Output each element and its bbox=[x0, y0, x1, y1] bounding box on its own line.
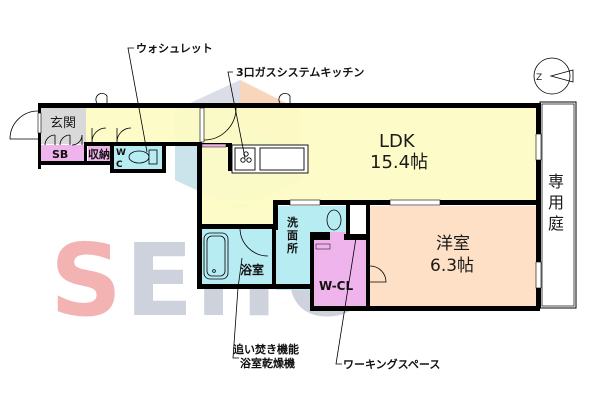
corridor-fill bbox=[86, 108, 200, 144]
room-ldk-left-fill bbox=[200, 200, 274, 224]
callout-lines bbox=[127, 47, 357, 365]
label-ldk: LDK bbox=[379, 131, 416, 152]
washbasin bbox=[326, 209, 342, 231]
room-storage-fill bbox=[88, 145, 110, 161]
working-space-fill bbox=[350, 206, 368, 240]
label-western: 洋室 bbox=[436, 234, 470, 254]
label-wc-1: W bbox=[116, 148, 126, 158]
room-shoebox-fill bbox=[40, 145, 84, 161]
label-washroom-3: 所 bbox=[287, 241, 298, 255]
svg-text:Z: Z bbox=[536, 73, 542, 83]
callout-kitchen: 3口ガスシステムキッチン bbox=[236, 65, 364, 79]
toilet-fixture bbox=[128, 149, 158, 165]
label-storage: 収納 bbox=[88, 147, 110, 161]
kitchen-counter bbox=[231, 144, 309, 174]
svg-text:S: S bbox=[50, 222, 122, 339]
bathtub bbox=[203, 232, 229, 280]
private-garden bbox=[539, 101, 577, 309]
label-garden-2: 用 bbox=[548, 193, 564, 212]
label-ldk-size: 15.4帖 bbox=[370, 152, 428, 173]
windows bbox=[37, 107, 542, 289]
room-wcl-fill bbox=[312, 240, 370, 308]
label-shoebox: SB bbox=[52, 148, 68, 161]
label-washroom-1: 洗 bbox=[287, 215, 298, 229]
callout-bath-features-1: 追い焚き機能 bbox=[233, 342, 299, 356]
callout-working-space: ワーキングスペース bbox=[343, 357, 440, 371]
room-bathroom-fill bbox=[200, 228, 274, 284]
label-wcl: W-CL bbox=[319, 279, 353, 293]
door-swings bbox=[9, 93, 387, 283]
callout-washlet: ウォシュレット bbox=[136, 42, 213, 55]
room-wcl-top-fill bbox=[330, 232, 348, 242]
label-washroom-2: 面 bbox=[287, 229, 298, 242]
svg-text:E: E bbox=[125, 222, 193, 339]
label-garden-3: 庭 bbox=[548, 214, 564, 233]
room-western-fill bbox=[370, 206, 538, 306]
label-western-size: 6.3帖 bbox=[430, 256, 474, 276]
label-bathroom: 浴室 bbox=[240, 262, 264, 277]
label-wc-2: C bbox=[116, 160, 123, 170]
callout-bath-features-2: 浴室乾燥機 bbox=[240, 356, 295, 370]
label-entrance: 玄関 bbox=[50, 116, 76, 131]
label-garden-1: 専 bbox=[548, 172, 564, 191]
compass-icon: Z bbox=[533, 57, 574, 95]
